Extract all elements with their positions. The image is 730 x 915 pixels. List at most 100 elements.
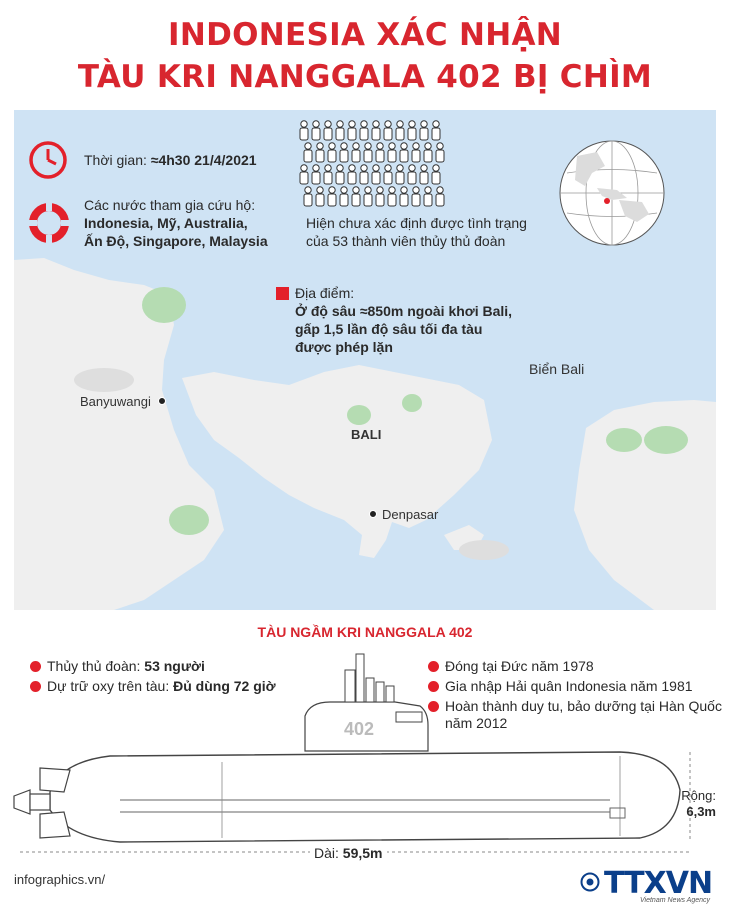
crew-people-icon <box>299 120 445 207</box>
person-figure <box>423 186 433 207</box>
time-info: Thời gian: ≈4h30 21/4/2021 <box>84 151 257 169</box>
person-figure <box>383 120 393 141</box>
person-figure <box>311 164 321 185</box>
globe-icon <box>559 140 665 246</box>
person-figure <box>399 142 409 163</box>
person-figure <box>371 164 381 185</box>
location-line-3: được phép lặn <box>295 339 393 355</box>
oxygen-label: Dự trữ oxy trên tàu: <box>47 678 174 694</box>
person-figure <box>347 164 357 185</box>
label-denpasar: Denpasar <box>382 507 439 522</box>
bullet-dot <box>428 661 439 672</box>
forest-patch <box>402 394 422 412</box>
crew-status-line-2: của 53 thành viên thủy thủ đoàn <box>306 233 506 249</box>
title-line-1: INDONESIA XÁC NHẬN <box>168 17 562 53</box>
refit-text-2: năm 2012 <box>445 715 508 731</box>
bullet-dot <box>30 681 41 692</box>
forest-patch <box>606 428 642 452</box>
bali-island <box>182 365 492 558</box>
person-figure <box>387 142 397 163</box>
person-figure <box>375 142 385 163</box>
label-banyuwangi: Banyuwangi <box>80 394 151 409</box>
rescue-info: Các nước tham gia cứu hộ: Indonesia, Mỹ,… <box>84 196 268 250</box>
refit-text-1: Hoàn thành duy tu, bảo dưỡng tại Hàn Quố… <box>445 698 722 714</box>
label-bien-bali: Biển Bali <box>529 361 585 377</box>
person-figure <box>399 186 409 207</box>
person-figure <box>323 164 333 185</box>
person-figure <box>411 142 421 163</box>
location-line-2: gấp 1,5 lần độ sâu tối đa tàu <box>295 321 483 337</box>
oxygen-bullet: Dự trữ oxy trên tàu: Đủ dùng 72 giờ <box>30 677 276 695</box>
forest-patch <box>169 505 209 535</box>
java-island <box>14 258 224 610</box>
page-title: INDONESIA XÁC NHẬN TÀU KRI NANGGALA 402 … <box>0 14 730 98</box>
joined-text: Gia nhập Hải quân Indonesia năm 1981 <box>445 678 693 694</box>
length-dimension: Dài: 59,5m <box>310 845 387 861</box>
person-figure <box>323 120 333 141</box>
forest-patch <box>459 540 509 560</box>
forest-patch <box>74 368 134 392</box>
location-marker <box>276 287 289 300</box>
person-figure <box>395 120 405 141</box>
ttxvn-logo: TTXVN <box>604 866 713 901</box>
clock-icon <box>29 141 67 179</box>
person-figure <box>371 120 381 141</box>
width-label: Rộng: <box>681 788 716 803</box>
width-value: 6,3m <box>686 804 716 819</box>
forest-patch <box>644 426 688 454</box>
person-figure <box>351 186 361 207</box>
person-figure <box>299 120 309 141</box>
person-figure <box>435 186 445 207</box>
crew-value: 53 người <box>144 658 205 674</box>
time-label: Thời gian: <box>84 152 151 168</box>
crew-label: Thủy thủ đoàn: <box>47 658 145 674</box>
forest-patch <box>142 287 186 323</box>
bullet-dot <box>428 701 439 712</box>
person-figure <box>375 186 385 207</box>
lifebuoy-icon <box>29 203 69 243</box>
location-info: Địa điểm: Ở độ sâu ≈850m ngoài khơi Bali… <box>295 284 512 356</box>
label-bali: BALI <box>351 427 382 442</box>
person-figure <box>339 186 349 207</box>
person-figure <box>395 164 405 185</box>
bullet-dot <box>30 661 41 672</box>
person-figure <box>315 142 325 163</box>
built-text: Đóng tại Đức năm 1978 <box>445 658 594 674</box>
person-figure <box>431 164 441 185</box>
person-figure <box>363 186 373 207</box>
location-line-1: Ở độ sâu ≈850m ngoài khơi Bali, <box>295 303 513 319</box>
person-figure <box>383 164 393 185</box>
joined-bullet: Gia nhập Hải quân Indonesia năm 1981 <box>428 677 693 695</box>
person-figure <box>359 164 369 185</box>
site-link[interactable]: infographics.vn/ <box>14 872 106 887</box>
oxygen-value: Đủ dùng 72 giờ <box>173 678 276 694</box>
location-label: Địa điểm: <box>295 285 355 301</box>
person-figure <box>327 142 337 163</box>
person-figure <box>359 120 369 141</box>
bullet-dot <box>428 681 439 692</box>
person-figure <box>407 120 417 141</box>
map-land <box>14 258 716 610</box>
person-figure <box>335 164 345 185</box>
ttxvn-logo-subtitle: Vietnam News Agency <box>640 897 711 904</box>
denpasar-dot <box>369 510 377 518</box>
person-figure <box>423 142 433 163</box>
person-figure <box>419 164 429 185</box>
length-label: Dài: <box>314 845 343 861</box>
submarine-title: TÀU NGẦM KRI NANGGALA 402 <box>257 624 473 640</box>
person-figure <box>299 164 309 185</box>
person-figure <box>311 120 321 141</box>
person-figure <box>315 186 325 207</box>
time-value: ≈4h30 21/4/2021 <box>150 152 257 168</box>
person-figure <box>351 142 361 163</box>
person-figure <box>407 164 417 185</box>
rescue-countries-1: Indonesia, Mỹ, Australia, <box>84 215 248 231</box>
hull-number: 402 <box>344 719 374 739</box>
person-figure <box>435 142 445 163</box>
person-figure <box>387 186 397 207</box>
rescue-label: Các nước tham gia cứu hộ: <box>84 197 256 213</box>
rescue-countries-2: Ấn Độ, Singapore, Malaysia <box>84 233 268 249</box>
person-figure <box>347 120 357 141</box>
lombok-island <box>574 400 716 610</box>
bali-map: Thời gian: ≈4h30 21/4/2021 Các nước tham… <box>14 110 716 610</box>
